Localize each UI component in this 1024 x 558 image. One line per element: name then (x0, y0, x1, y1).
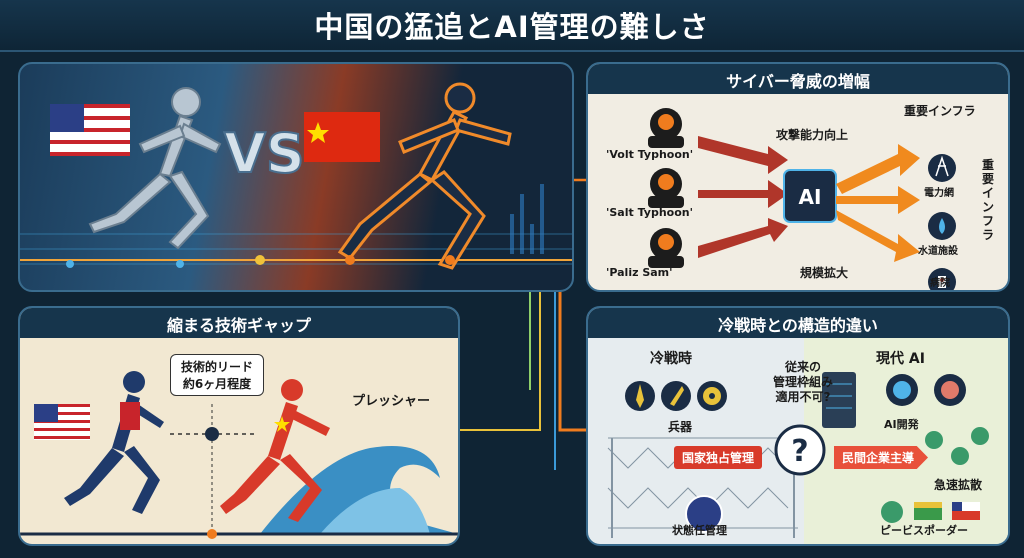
globe-icon (951, 447, 969, 465)
cold-header-bar (588, 308, 1008, 338)
question-line: 従来の (784, 360, 821, 374)
pressure-label: プレッシャー (352, 394, 431, 409)
attack-up-label: 攻撃能力向上 (776, 128, 849, 142)
us-flag-icon (34, 404, 90, 440)
robot-runner-icon (88, 87, 222, 250)
hacker-icon (648, 168, 684, 208)
orange-runner-icon (337, 82, 512, 270)
question-line: 適用不可? (775, 390, 831, 404)
cyber-header: サイバー脅威の増幅 (726, 72, 870, 91)
rapid-spread-label: 急速拡散 (934, 478, 983, 492)
globe-icon (925, 431, 943, 449)
private-lead-badge: 民間企業主導 (834, 446, 929, 469)
actor-label: 'Paliz Sam' (606, 266, 673, 279)
vs-text: VS (224, 122, 305, 185)
cyber-header-bar (588, 64, 1008, 94)
scale-up-label: 規模拡大 (800, 266, 849, 280)
cold-war-label: 冷戦時 (650, 351, 692, 367)
gap-panel: 縮まる技術ギャップ (18, 306, 460, 546)
gap-illustration (20, 371, 458, 539)
infra-side-label: 重要インフラ (982, 158, 995, 242)
ai-dev-label: AI開発 (884, 418, 919, 431)
server-icon (822, 372, 856, 428)
state-control-badge: 国家独占管理 (674, 446, 763, 469)
hacker-icon (648, 108, 684, 148)
power-grid-icon (928, 154, 956, 182)
target-label: 病院 (930, 278, 950, 289)
wave-icon (260, 446, 458, 534)
weapons-label: 兵器 (668, 420, 693, 434)
proliferation-label: ピービスポーダー (880, 524, 968, 537)
lead-box: 技術的リード 約6ヶ月程度 (170, 354, 264, 396)
race-illustration: VS (20, 82, 572, 270)
cold-war-panel: 冷戦時との構造的違い ? (586, 306, 1010, 546)
cold-war-illustration: ? (607, 372, 989, 538)
ai-chip-icon: AI (783, 169, 837, 223)
us-runner-icon (64, 371, 164, 514)
gap-header: 縮まる技術ギャップ (166, 316, 311, 335)
actor-label: 'Volt Typhoon' (606, 148, 694, 161)
question-icon (774, 424, 826, 476)
lead-box-line: 約6ヶ月程度 (182, 377, 252, 391)
ai-chip-label: AI (799, 185, 822, 209)
cold-header: 冷戦時との構造的違い (718, 316, 878, 335)
seal-icon (685, 495, 723, 533)
china-runner-icon (220, 379, 330, 522)
china-flag-icon (304, 112, 380, 162)
globe-icon (971, 427, 989, 445)
hacker-icon (648, 228, 684, 268)
svg-text:?: ? (791, 434, 808, 469)
actor-label: 'Salt Typhoon' (606, 206, 693, 219)
cyber-illustration: AI (648, 108, 956, 290)
modern-ai-label: 現代 AI (876, 351, 925, 367)
infra-title: 重要インフラ (904, 104, 976, 118)
target-label: 電力網 (924, 188, 954, 199)
page-title: 中国の猛追とAI管理の難しさ (314, 10, 710, 44)
us-flag-icon (50, 104, 130, 156)
cyber-panel: サイバー脅威の増幅 AI (586, 62, 1010, 292)
question-text: 従来の 管理枠組み 適用不可? (772, 360, 834, 405)
state-mgmt-label: 状態任管理 (672, 524, 727, 537)
lead-box-line: 技術的リード (180, 360, 253, 374)
globe-icon (881, 501, 903, 523)
race-panel: VS (18, 62, 574, 292)
question-line: 管理枠組み (772, 375, 833, 389)
title-bar (0, 0, 1024, 52)
gap-header-bar (20, 308, 458, 338)
target-label: 水道施設 (918, 246, 958, 257)
